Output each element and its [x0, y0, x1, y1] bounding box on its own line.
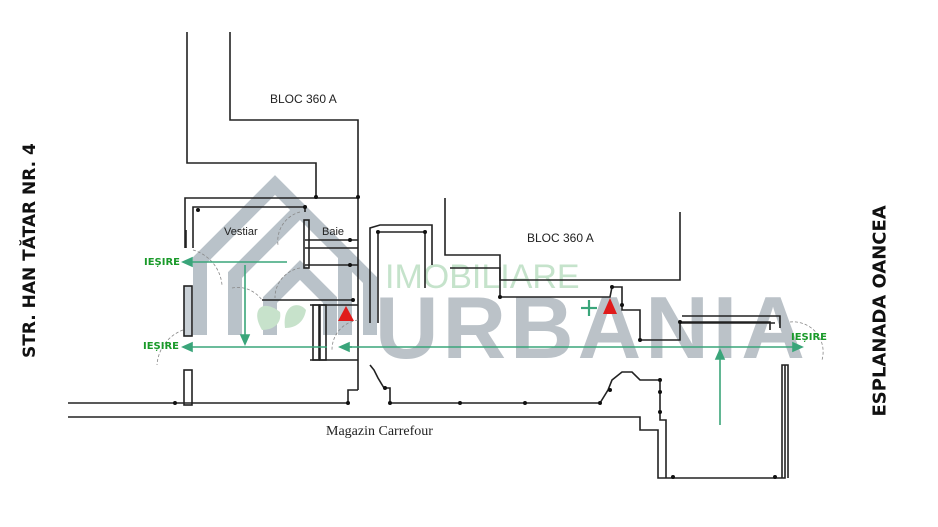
- exit-label-right: IEȘIRE: [791, 332, 828, 343]
- building-label-bloc-middle: BLOC 360 A: [527, 231, 594, 245]
- exit-label-left-bottom: IEȘIRE: [143, 341, 180, 352]
- watermark-logo: IMOBILIARE URBANIA: [193, 175, 809, 377]
- door-swings: [156, 211, 824, 366]
- wall-nodes: [173, 195, 777, 479]
- watermark-text-imobiliare: IMOBILIARE: [385, 258, 580, 296]
- street-label-right: ESPLANADA OANCEA: [869, 205, 891, 417]
- walls: [68, 32, 789, 479]
- fire-extinguisher-icon: [603, 298, 617, 314]
- evacuation-arrows: [181, 256, 804, 425]
- room-label-baie: Baie: [322, 226, 345, 238]
- store-label-carrefour: Magazin Carrefour: [326, 424, 433, 439]
- fire-extinguisher-icons: [338, 298, 617, 321]
- exit-label-left-top: IEȘIRE: [144, 257, 181, 268]
- building-label-bloc-top: BLOC 360 A: [270, 92, 337, 106]
- first-aid-icon: [581, 300, 597, 316]
- fire-extinguisher-icon: [338, 306, 354, 321]
- watermark-text-urbania: URBANIA: [375, 278, 809, 377]
- street-label-left: STR. HAN TĂTAR NR. 4: [20, 143, 40, 358]
- room-label-vestiar: Vestiar: [224, 226, 258, 238]
